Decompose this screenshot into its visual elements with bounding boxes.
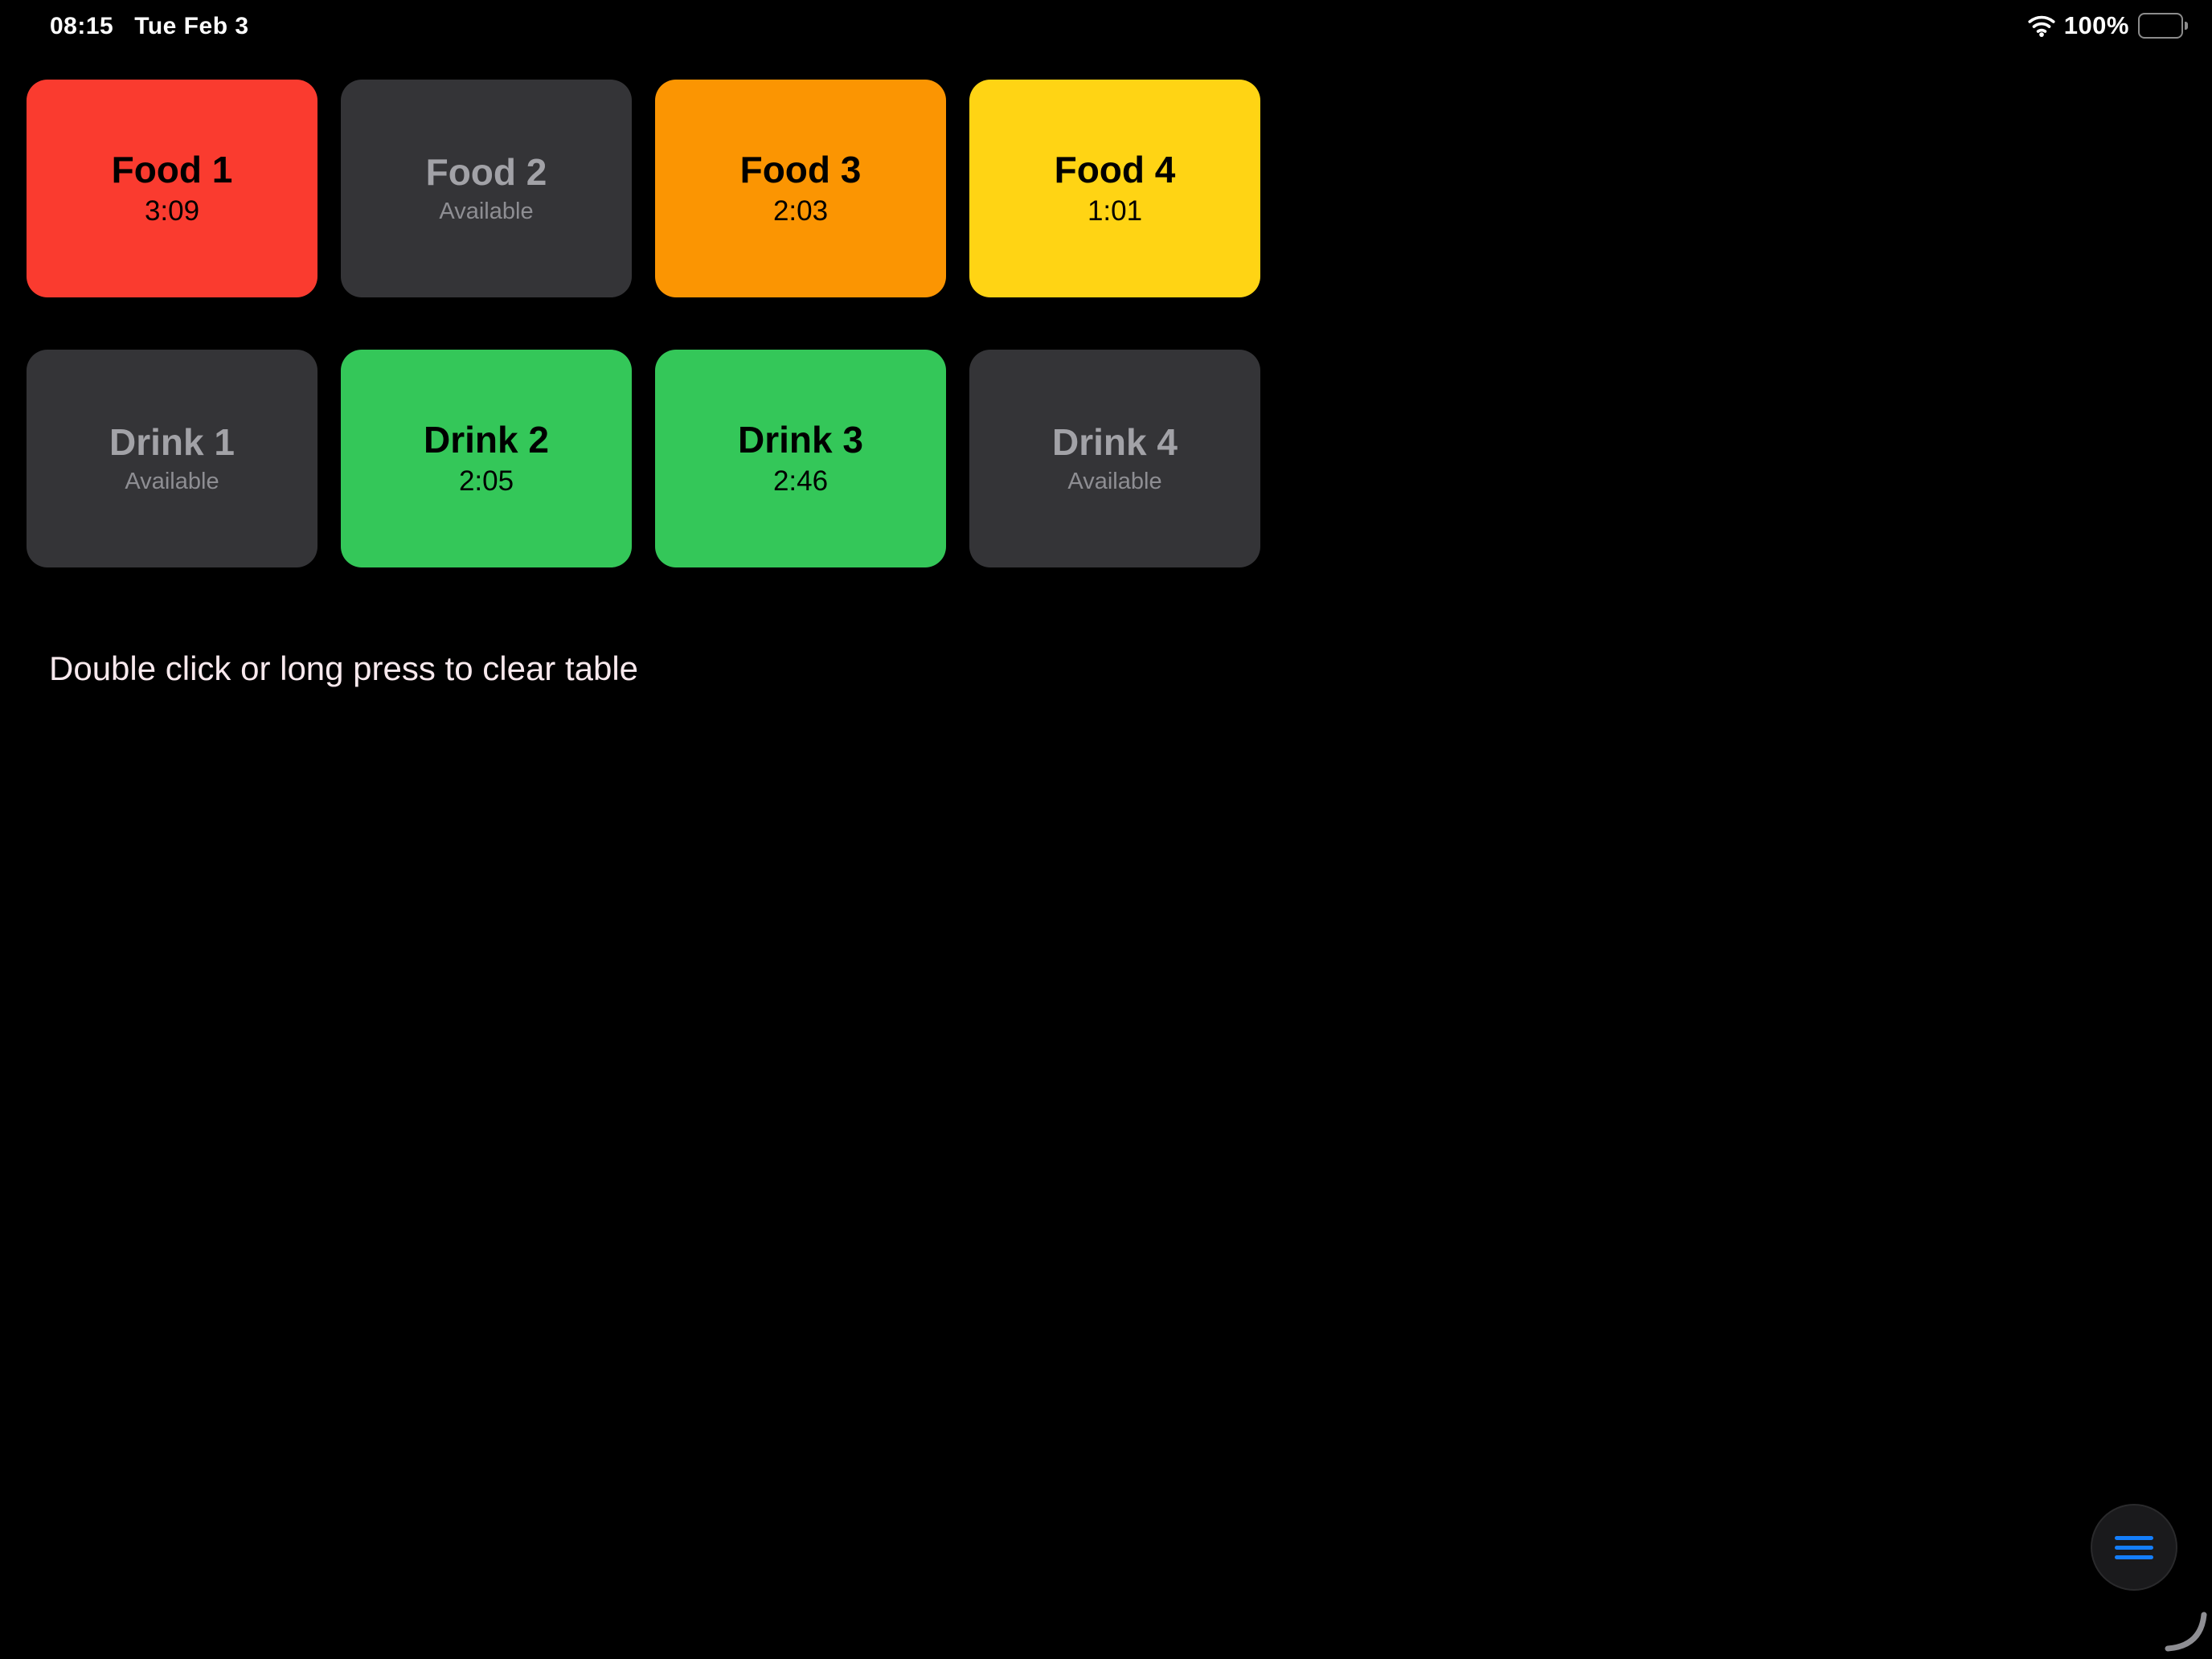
table-name: Drink 3 [738, 418, 863, 461]
table-name: Food 1 [111, 148, 233, 190]
table-status: 2:03 [772, 195, 829, 227]
table-grid: Food 1 3:09 Food 2 Available Food 3 2:03… [27, 80, 1260, 567]
clear-table-instruction: Double click or long press to clear tabl… [49, 649, 639, 687]
hamburger-menu-icon [2115, 1535, 2153, 1559]
table-name: Food 2 [425, 151, 547, 194]
table-tile-food-2[interactable]: Food 2 Available [341, 80, 632, 297]
menu-button[interactable] [2091, 1504, 2177, 1591]
battery-percentage: 100% [2063, 11, 2129, 39]
table-tile-food-1[interactable]: Food 1 3:09 [27, 80, 317, 297]
table-status: Available [1067, 469, 1162, 495]
table-tile-drink-1[interactable]: Drink 1 Available [27, 350, 317, 567]
table-name: Drink 2 [424, 418, 549, 461]
gesture-trail-arc [2165, 1612, 2207, 1652]
battery-icon [2138, 13, 2188, 39]
table-name: Drink 4 [1052, 421, 1178, 464]
status-bar-left: 08:15 Tue Feb 3 [50, 13, 249, 40]
date: Tue Feb 3 [134, 13, 249, 39]
table-tile-drink-3[interactable]: Drink 3 2:46 [655, 350, 946, 567]
table-status: Available [439, 199, 534, 225]
status-bar: 08:15 Tue Feb 3 100% [0, 0, 2212, 51]
table-name: Food 3 [739, 148, 862, 190]
table-name: Drink 1 [109, 421, 235, 464]
table-tile-food-4[interactable]: Food 4 1:01 [969, 80, 1260, 297]
table-tile-drink-2[interactable]: Drink 2 2:05 [341, 350, 632, 567]
table-tile-food-3[interactable]: Food 3 2:03 [655, 80, 946, 297]
table-status: 1:01 [1087, 195, 1143, 227]
table-tile-drink-4[interactable]: Drink 4 Available [969, 350, 1260, 567]
table-status: 2:46 [772, 465, 829, 498]
table-status: Available [125, 469, 219, 495]
clock: 08:15 [50, 13, 114, 39]
status-bar-right: 100% [2028, 11, 2188, 40]
table-status: 2:05 [458, 465, 514, 498]
table-name: Food 4 [1054, 148, 1176, 190]
table-status: 3:09 [144, 195, 200, 227]
wifi-icon [2028, 15, 2055, 37]
